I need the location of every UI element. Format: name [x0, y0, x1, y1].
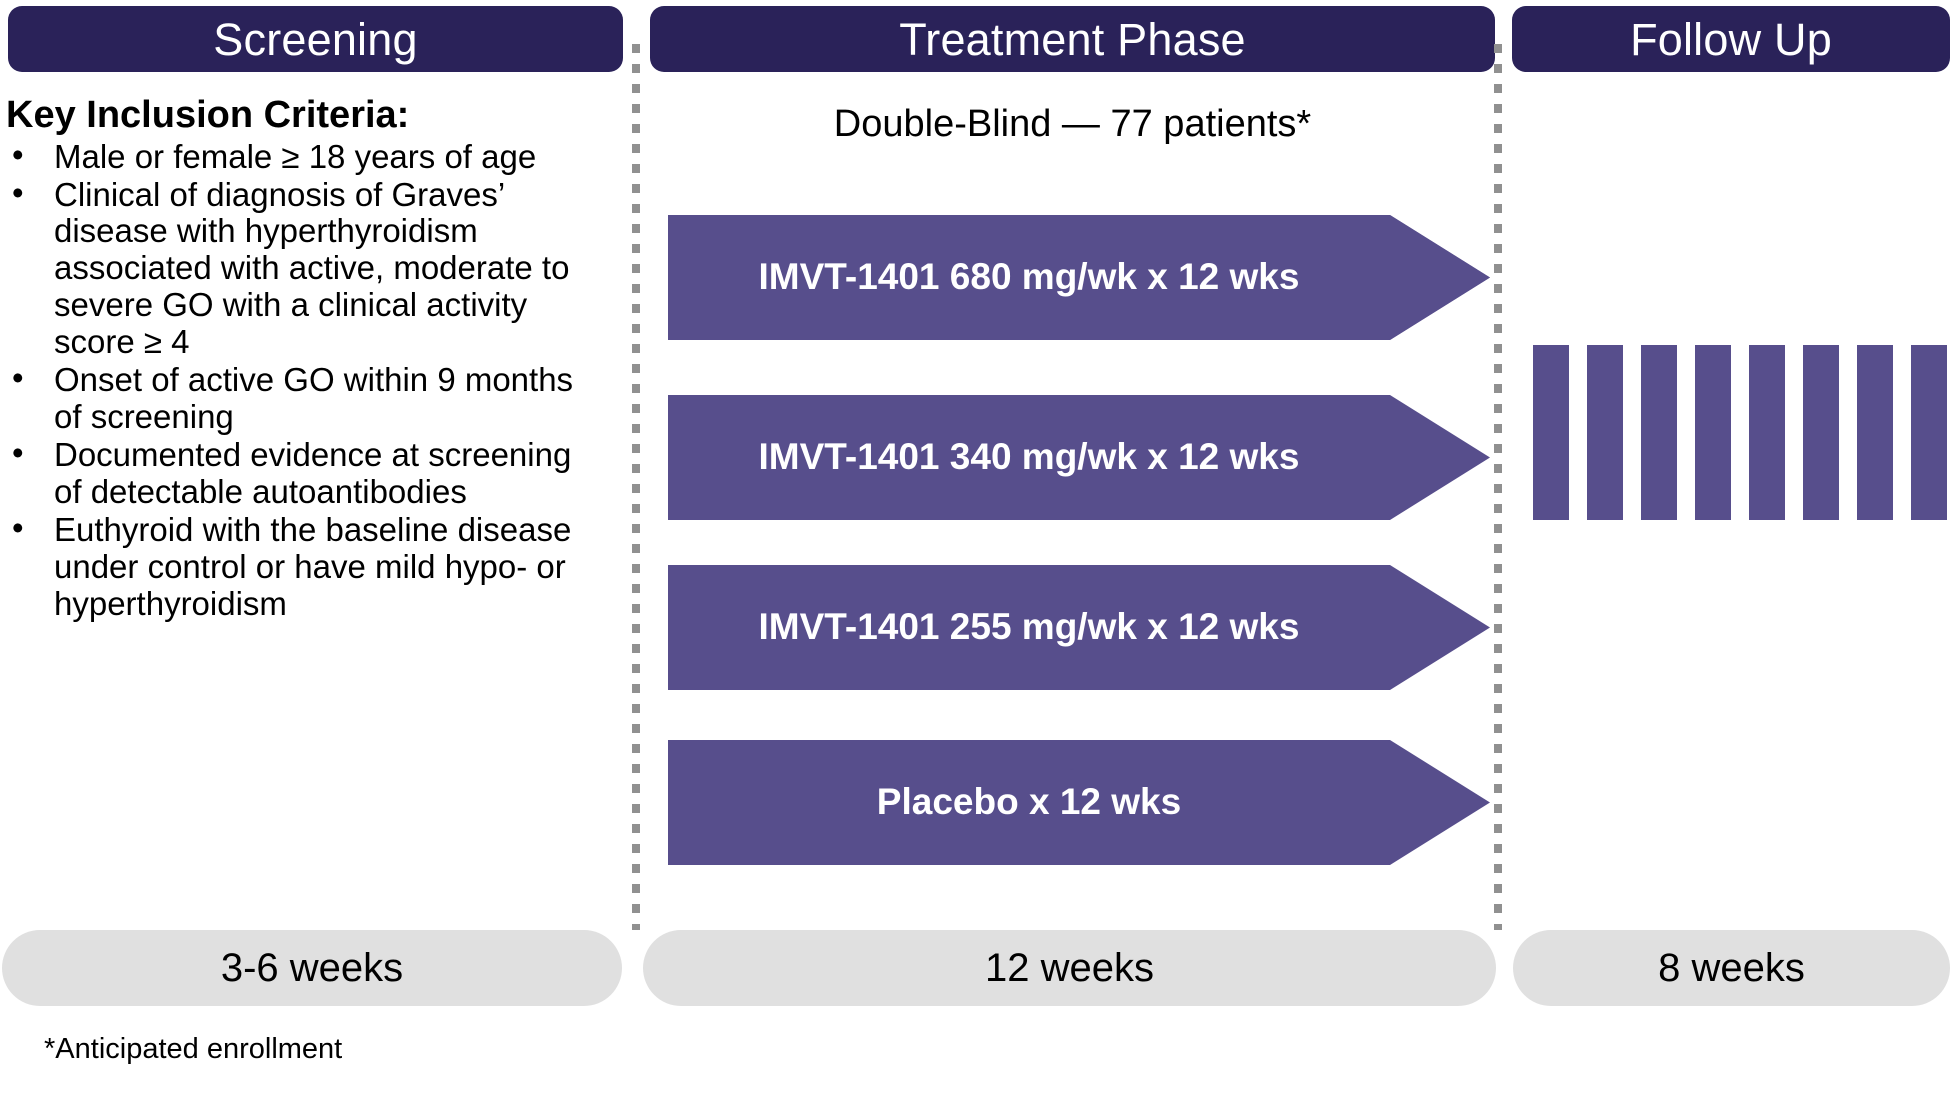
bullet-icon: •: [12, 509, 24, 547]
inclusion-criteria-item: • Documented evidence at screening of det…: [6, 434, 606, 511]
inclusion-criteria-item-text: Euthyroid with the baseline disease unde…: [54, 511, 572, 622]
followup-visit-bar: [1857, 345, 1893, 520]
followup-visit-bar: [1641, 345, 1677, 520]
phase-header-screening: Screening: [8, 6, 623, 72]
inclusion-criteria-item-text: Onset of active GO within 9 months of sc…: [54, 361, 574, 436]
inclusion-criteria-list: • Male or female ≥ 18 years of age • Clinic…: [6, 135, 606, 623]
bullet-icon: •: [12, 359, 24, 397]
phase-header-treatment: Treatment Phase: [650, 6, 1495, 72]
inclusion-criteria-item: • Clinical of diagnosis of Graves’ diseas…: [6, 173, 606, 362]
phase-header-followup: Follow Up: [1512, 6, 1950, 72]
followup-visit-bar: [1803, 345, 1839, 520]
duration-pill-followup: 8 weeks: [1513, 930, 1950, 1006]
inclusion-criteria-item: • Onset of active GO within 9 months of s…: [6, 359, 606, 436]
duration-pill-screening: 3-6 weeks: [2, 930, 622, 1006]
bullet-icon: •: [12, 135, 24, 173]
followup-visit-bar: [1911, 345, 1947, 520]
followup-visit-bars: [1533, 345, 1950, 520]
duration-pill-treatment-label: 12 weeks: [985, 946, 1154, 990]
duration-pill-followup-label: 8 weeks: [1658, 946, 1805, 990]
inclusion-criteria-title: Key Inclusion Criteria:: [6, 94, 410, 136]
treatment-arm-680mg: IMVT-1401 680 mg/wk x 12 wks: [668, 215, 1490, 340]
phase-divider-treatment-followup: [1494, 44, 1502, 930]
followup-visit-bar: [1695, 345, 1731, 520]
duration-pill-treatment: 12 weeks: [643, 930, 1496, 1006]
inclusion-criteria-item: • Euthyroid with the baseline disease und…: [6, 509, 606, 623]
phase-header-screening-label: Screening: [213, 13, 418, 65]
treatment-arm-255mg: IMVT-1401 255 mg/wk x 12 wks: [668, 565, 1490, 690]
phase-header-followup-label: Follow Up: [1630, 13, 1832, 65]
followup-visit-bar: [1533, 345, 1569, 520]
duration-pill-screening-label: 3-6 weeks: [220, 946, 404, 990]
double-blind-label: Double-Blind — 77 patients*: [833, 103, 1312, 145]
bullet-icon: •: [12, 173, 24, 211]
followup-visit-bar: [1749, 345, 1785, 520]
inclusion-criteria-item: • Male or female ≥ 18 years of age: [6, 135, 606, 176]
treatment-arm-placebo: Placebo x 12 wks: [668, 740, 1490, 865]
inclusion-criteria-item-text: Clinical of diagnosis of Graves’ disease…: [54, 175, 570, 361]
bullet-icon: •: [12, 434, 24, 472]
inclusion-criteria-item-text: Documented evidence at screening of dete…: [54, 436, 572, 511]
footnote-anticipated-enrollment: *Anticipated enrollment: [44, 1033, 343, 1065]
phase-header-treatment-label: Treatment Phase: [899, 13, 1246, 65]
treatment-arm-340mg: IMVT-1401 340 mg/wk x 12 wks: [668, 395, 1490, 520]
inclusion-criteria-item-text: Male or female ≥ 18 years of age: [54, 137, 537, 175]
phase-divider-screening-treatment: [632, 44, 640, 930]
followup-visit-bar: [1587, 345, 1623, 520]
inclusion-criteria-block: Key Inclusion Criteria: • Male or female …: [6, 94, 606, 624]
